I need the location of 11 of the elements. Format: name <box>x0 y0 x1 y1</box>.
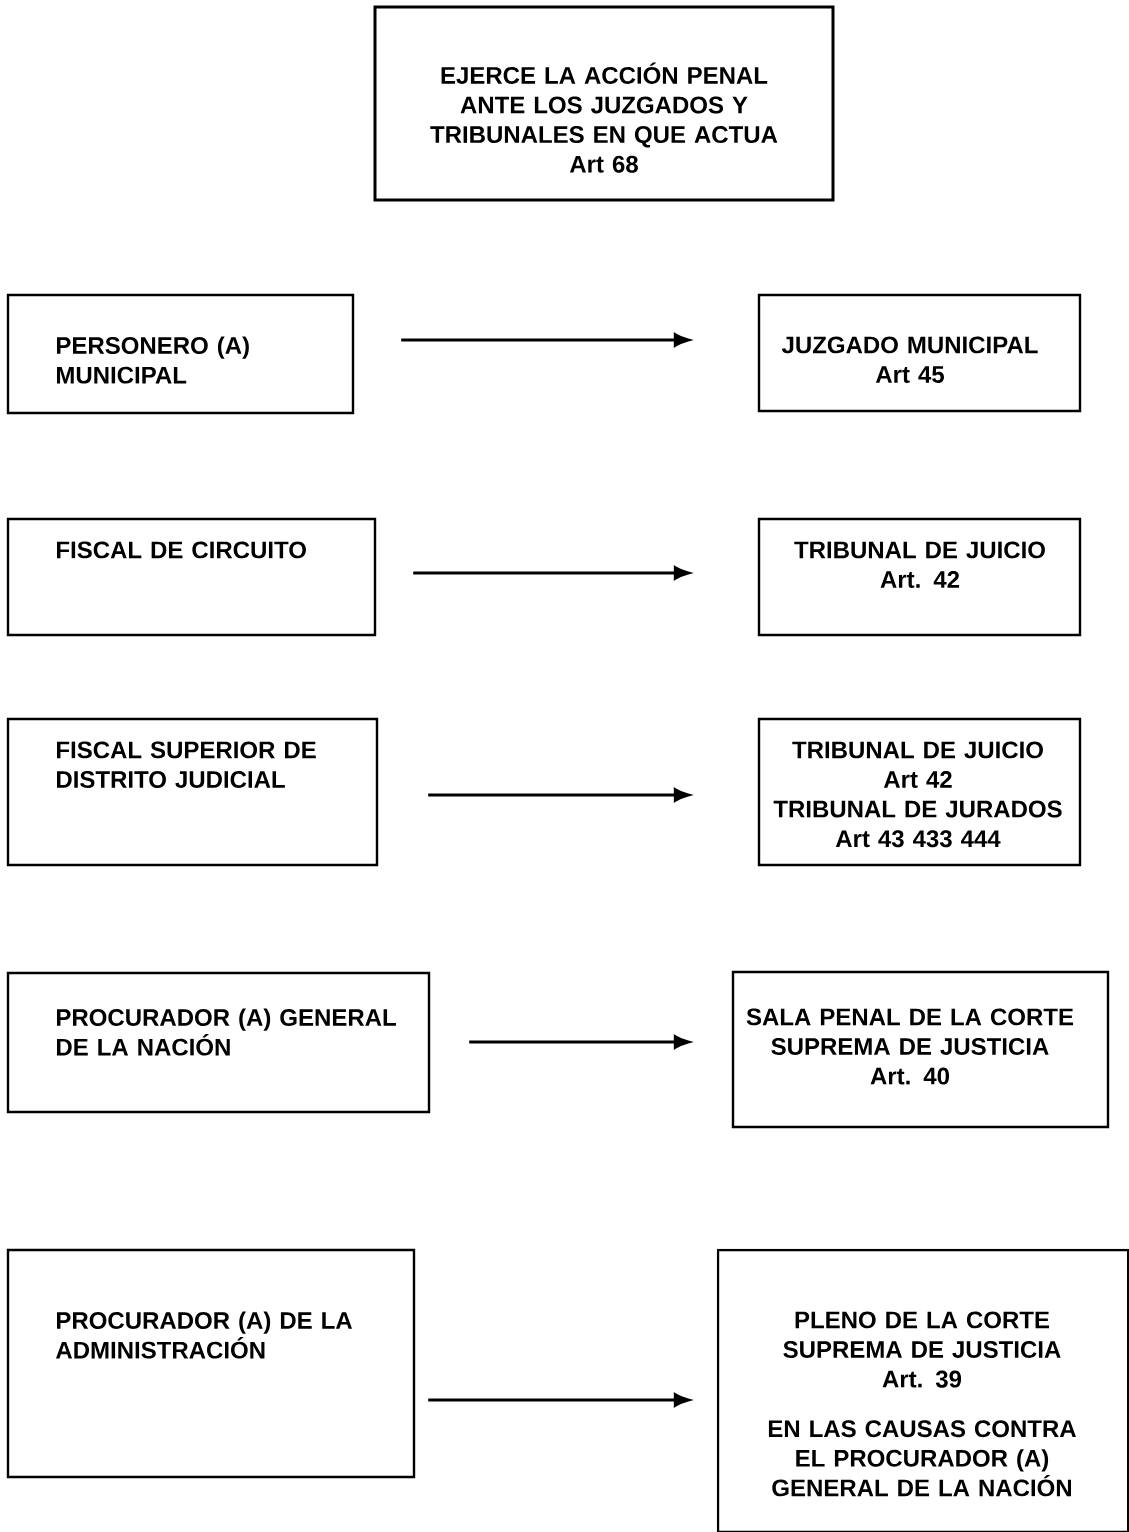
process-box: EJERCE LA ACCIÓN PENAL ANTE LOS JUZGADOS Y TRIBUNALES EN QUE ACTUA Art 68 <box>373 5 835 202</box>
process-box: PLENO DE LA CORTE SUPREMA DE JUSTICIA Art. 39 EN LAS CAUSAS CONTRA EL PROCURADOR (A) GENERAL DE LA NACIÓN <box>716 1248 1129 1532</box>
process-box: PERSONERO (A) MUNICIPAL <box>6 293 355 415</box>
process-box: TRIBUNAL DE JUICIO Art. 42 <box>757 517 1082 637</box>
process-box: PROCURADOR (A) GENERAL DE LA NACIÓN <box>6 971 431 1114</box>
process-box: FISCAL DE CIRCUITO <box>6 517 377 637</box>
process-box: TRIBUNAL DE JUICIO Art 42 TRIBUNAL DE JURADOS Art 43 433 444 <box>757 717 1082 867</box>
process-box: FISCAL SUPERIOR DE DISTRITO JUDICIAL <box>6 717 379 867</box>
process-box: SALA PENAL DE LA CORTE SUPREMA DE JUSTICIA Art. 40 <box>731 970 1110 1129</box>
process-box: JUZGADO MUNICIPAL Art 45 <box>757 293 1082 413</box>
process-box: PROCURADOR (A) DE LA ADMINISTRACIÓN <box>6 1248 416 1479</box>
